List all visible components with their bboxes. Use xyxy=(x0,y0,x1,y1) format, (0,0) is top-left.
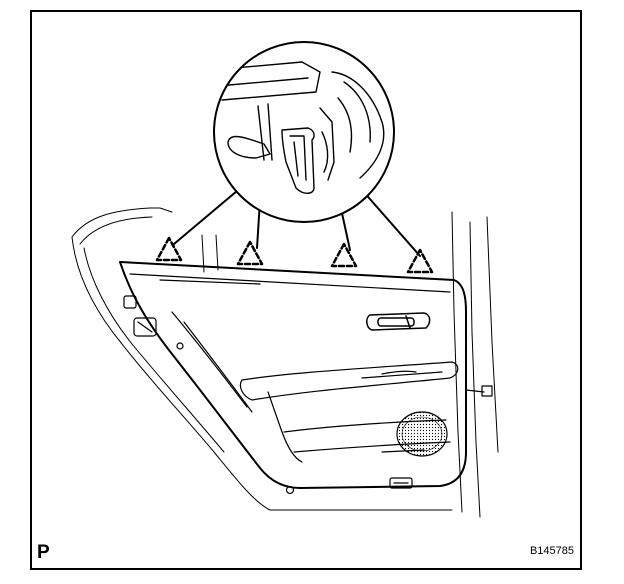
inside-door-handle xyxy=(366,312,431,331)
lower-trim-clip xyxy=(285,477,413,495)
clip-detail-magnifier xyxy=(213,41,395,223)
speaker-grille xyxy=(396,411,448,457)
wire-connector xyxy=(465,385,493,397)
clip-location-triangle-4 xyxy=(406,248,434,274)
rear-door-trim-illustration xyxy=(71,41,499,518)
clip-location-triangle-3 xyxy=(330,242,358,268)
page-corner-label: P xyxy=(37,542,50,563)
clip-location-triangle-1 xyxy=(155,236,183,262)
clip-location-triangles xyxy=(155,236,434,274)
clip-location-triangle-2 xyxy=(236,240,264,266)
door-trim-panel xyxy=(119,261,467,489)
door-outer-frame xyxy=(71,207,499,518)
figure-code: B145785 xyxy=(529,545,574,557)
door-hinge-area xyxy=(123,295,184,350)
figure-frame: P B145785 xyxy=(30,10,582,570)
